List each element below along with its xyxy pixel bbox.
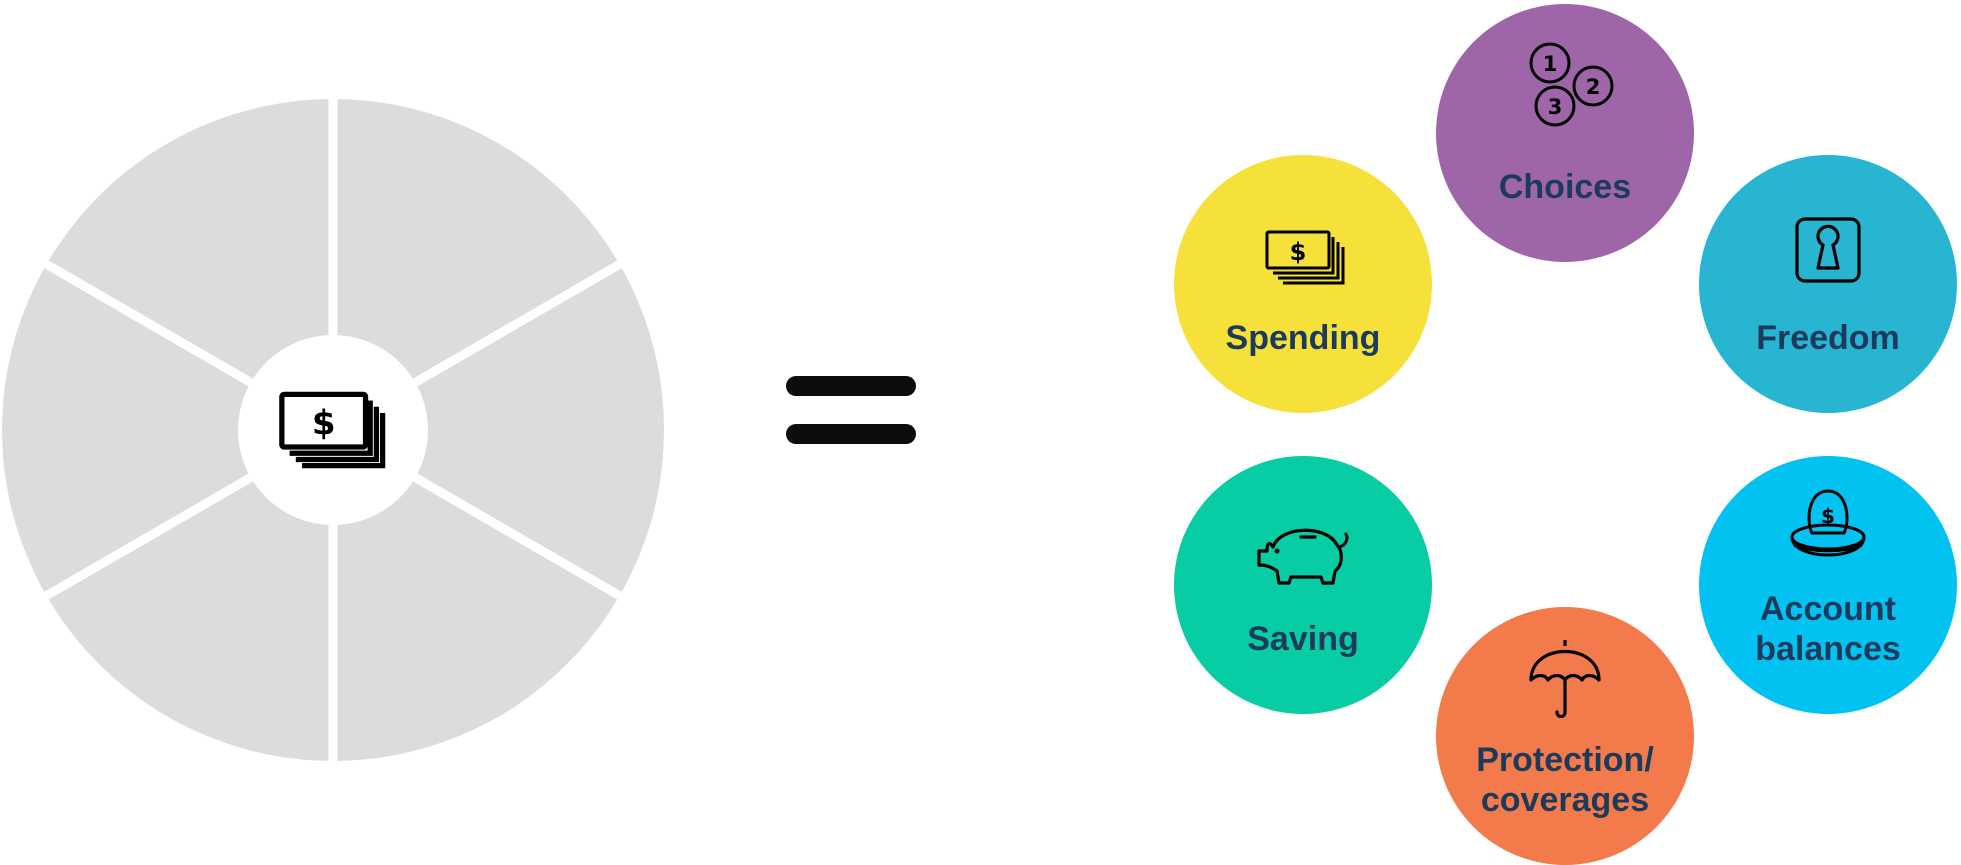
svg-text:3: 3 [1548,95,1563,119]
circle-protection-disc [1436,607,1694,865]
circle-saving-disc [1174,456,1432,714]
circle-freedom: Freedom [1699,155,1957,413]
svg-text:$: $ [1821,504,1835,528]
umbrella-icon [1529,640,1601,719]
nest-egg-icon: $ [1790,489,1866,557]
circle-label: coverages [1481,781,1649,819]
wheel-dividers [36,90,630,770]
circle-saving: Saving [1174,456,1432,714]
circle-label: balances [1755,630,1901,668]
keyhole-lock-icon [1795,217,1861,283]
svg-text:1: 1 [1543,52,1558,76]
piggy-bank-icon [1257,528,1349,585]
numbered-choices-icon: 1 23 [1529,42,1614,127]
equals-sign [786,376,916,444]
wheel-hub [238,335,428,525]
svg-text:2: 2 [1586,75,1601,99]
circle-freedom-disc [1699,155,1957,413]
circle-choices-disc [1436,4,1694,262]
money-stack-icon: $ [279,391,386,469]
circle-label: Account [1760,590,1896,628]
circle-protection: Protection/coverages [1436,607,1694,865]
circle-label: Freedom [1756,319,1900,357]
money-stack-icon: $ [1265,230,1345,285]
circle-spending: $ Spending [1174,155,1432,413]
income-wheel: $ [2,90,664,770]
circle-label: Choices [1499,168,1631,206]
circle-label: Protection/ [1476,741,1654,779]
svg-text:$: $ [1290,238,1307,266]
circle-label: Spending [1226,319,1381,357]
svg-text:$: $ [312,404,336,444]
circle-account-balances-disc [1699,456,1957,714]
circle-label: Saving [1247,620,1358,658]
